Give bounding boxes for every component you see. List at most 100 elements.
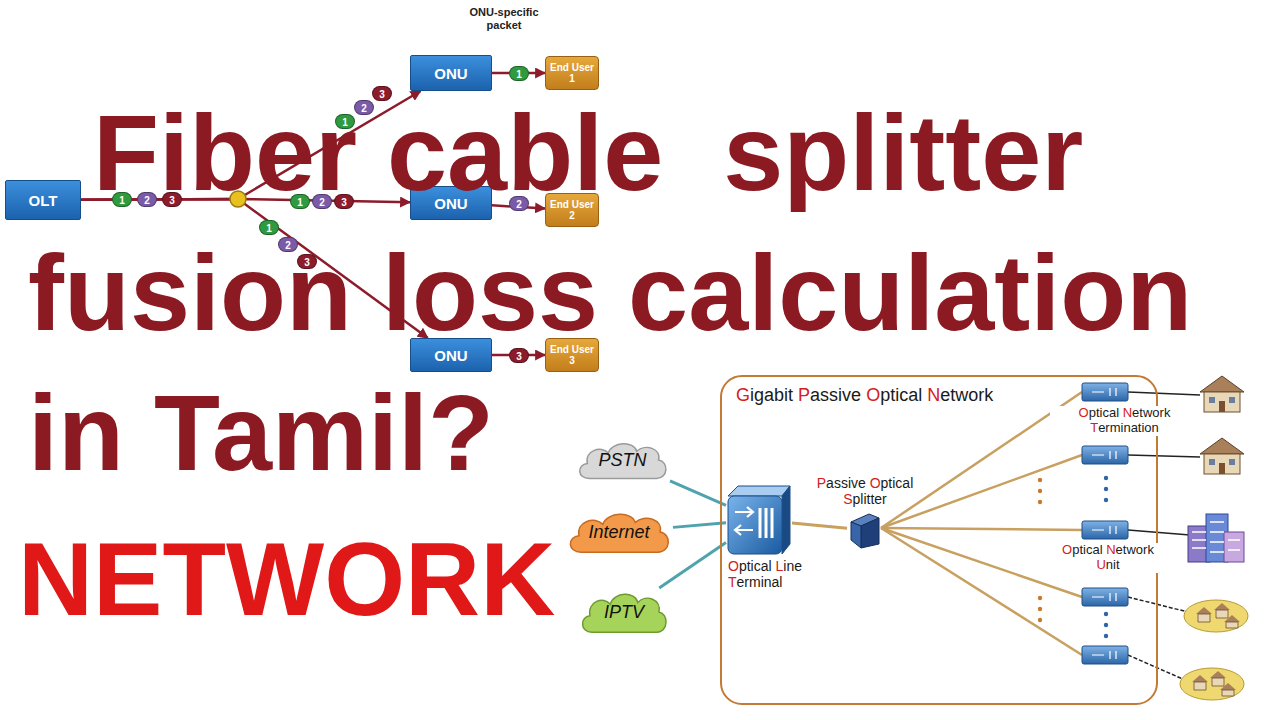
house-cluster [1180,668,1244,700]
ellipsis-dots [1104,487,1108,491]
initial-letter: O [870,475,881,491]
ont-marks [1092,451,1116,459]
ont-marks [1092,593,1116,601]
node-text: PSTN [598,450,646,471]
node-text: Gigabit Passive Optical Network [736,385,993,406]
thumbnail-title: Fiber cable splitter fusion loss calcula… [28,83,1260,503]
initial-letter: L [775,558,783,574]
initial-letter: O [728,558,739,574]
drop-lines [1128,392,1200,395]
initial-letter: O [866,385,880,405]
node-text: IPTV [604,602,644,623]
drop-lines [1128,455,1200,457]
house [1219,401,1225,412]
olt-box: OLT [5,180,81,220]
house [1209,459,1215,465]
house-cluster [1184,600,1248,632]
node-text: Optical Line Terminal [728,558,820,590]
house [1229,397,1235,403]
fiber-lines [881,455,1082,528]
connector [792,523,847,528]
service-cloud: Internet [565,508,673,556]
device-label: Optical Network Termination [1050,406,1199,436]
ont-devices [1082,588,1128,606]
office-building [1192,522,1240,552]
ellipsis-dots [1104,476,1108,480]
packet-number: 1 [509,66,529,81]
cloud-shape [580,444,666,479]
drop-lines [1128,597,1188,612]
house [1229,459,1235,465]
node-text: ONU [434,65,467,82]
house-cluster [1198,610,1238,628]
office-building [1188,514,1244,562]
initial-letter: T [1090,420,1098,435]
house [1209,397,1215,403]
ellipsis-dots [1104,634,1108,638]
initial-letter: N [1123,405,1132,420]
ellipsis-dots [1038,500,1042,504]
ellipsis-dots [1038,489,1042,493]
olt-device-icon [726,484,792,556]
node-text: End User 1 [548,62,596,84]
olt-device-icon [760,508,772,538]
house-cluster [1180,668,1244,700]
ellipsis-dots [1038,478,1042,482]
ont-devices [1082,383,1128,401]
olt-device-icon [728,496,782,554]
olt-device-icon [728,486,790,496]
initial-letter: N [1106,542,1115,557]
olt-device: Optical Line Terminal [726,484,792,556]
house [1204,454,1240,474]
ont-devices [1082,446,1128,464]
service-cloud: PSTN [575,438,670,482]
initial-letter: O [1062,542,1072,557]
initial-letter: U [1096,557,1105,572]
node-text: OLT [29,192,58,209]
initial-letter: N [927,385,940,405]
ont-devices [1082,646,1128,664]
callout-text: ONU-specific packet [466,6,542,31]
node-text: Passive Optical Splitter [809,475,921,507]
onu-box: ONU [410,55,492,91]
ellipsis-dots [1104,612,1108,616]
house-cluster [1184,600,1248,632]
watermark-text: NETWORK [18,527,555,631]
ont-marks [1092,651,1116,659]
house [1200,438,1244,454]
connector [670,481,726,506]
initial-letter: S [843,491,852,507]
house-cluster [1194,678,1234,696]
end-user-box: End User 1 [545,56,599,90]
house [1200,376,1244,392]
office-building [1224,532,1244,562]
olt-device-icon [782,486,790,554]
device-label: Optical Network Unit [1050,543,1166,573]
splitter-icon [861,518,879,548]
ont-marks [1092,526,1116,534]
cloud-shape [583,594,666,632]
ellipsis-dots [1038,596,1042,600]
olt-device-icon [735,507,753,535]
house [1200,376,1244,412]
initial-letter: O [1079,405,1089,420]
house [1219,463,1225,474]
ellipsis-dots [1038,607,1042,611]
ont-devices [1082,521,1128,539]
initial-letter: T [728,574,737,590]
connector [659,542,726,588]
service-cloud: IPTV [578,588,670,636]
ont-marks [1092,388,1116,396]
initial-letter: P [798,385,810,405]
ellipsis-dots [1038,478,1042,622]
splitter-icon [847,510,883,550]
connector [673,523,726,528]
passive-splitter: Passive Optical Splitter [847,510,883,550]
node-text: Internet [588,522,649,543]
initial-letter: P [817,475,826,491]
ellipsis-dots [1104,623,1108,627]
drop-lines [1128,530,1190,535]
house [1204,392,1240,412]
initial-letter: G [736,385,750,405]
